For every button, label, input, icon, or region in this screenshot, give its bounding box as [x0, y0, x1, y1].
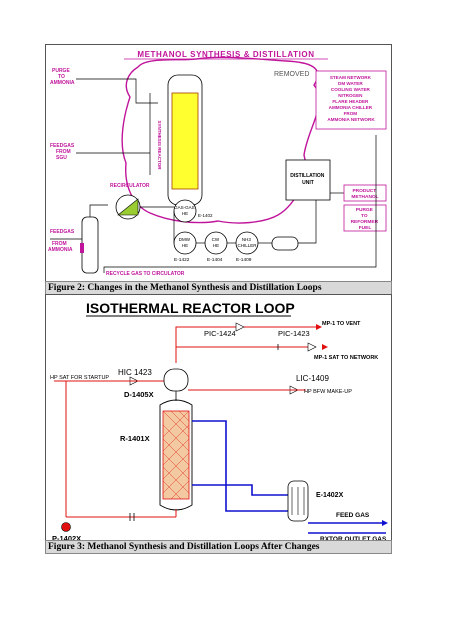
product-methanol-label: PRODUCT METHANOL	[351, 188, 378, 200]
mp1-to-vent-label: MP-1 TO VENT	[322, 321, 361, 327]
figure-3-caption: Figure 3: Methanol Synthesis and Distill…	[45, 540, 392, 554]
lic1409-label: LIC-1409	[296, 374, 329, 383]
purge-to-reformer-label: PURGE TO REFORMER FUEL	[351, 207, 380, 231]
recirculator-label: RECIRCULATOR	[110, 183, 150, 189]
hic1423-label: HIC 1423	[118, 368, 152, 377]
r1401x-label: R-1401X	[120, 434, 150, 443]
diagram-title: METHANOL SYNTHESIS & DISTILLATION	[137, 50, 314, 59]
steam-drum-d1405x	[163, 368, 189, 392]
d1405x-label: D-1405X	[124, 390, 154, 399]
e1402x-label: E-1402X	[316, 492, 344, 499]
rxtor-outlet-label: RXTOR OUTLET GAS	[320, 536, 387, 543]
figure-2-caption: Figure 2: Changes in the Methanol Synthe…	[45, 281, 392, 295]
removed-cloud-outline	[121, 56, 320, 224]
hp-sat-label: HP SAT FOR STARTUP	[50, 375, 109, 381]
utilities-list: STEAM NETWORK DM WATER COOLING WATER NIT…	[327, 75, 375, 122]
e1422-label: E-1422	[174, 257, 190, 263]
hp-bfw-label: HP BFW MAKE-UP	[304, 389, 352, 395]
isothermal-reactor-loop-diagram: ISOTHERMAL REACTOR LOOP MP-1 TO VENT PIC…	[45, 294, 392, 546]
removed-label: REMOVED	[274, 71, 309, 78]
feedgas-label: FEEDGAS	[50, 229, 75, 235]
cw-he-label: CW HE	[212, 237, 221, 248]
feedgas-from-sgu-label: FEEDGAS FROM SGU	[50, 143, 76, 161]
pic1424-valve	[235, 322, 245, 332]
mp1-sat-label: MP-1 SAT TO NETWORK	[314, 355, 378, 361]
pic1423-label: PIC-1423	[278, 329, 310, 338]
pic1423-valve	[307, 342, 317, 352]
pump-p1402x	[61, 522, 71, 532]
purge-to-reformer-box	[343, 204, 387, 232]
pic1424-label: PIC-1424	[204, 329, 236, 338]
diagram-title: ISOTHERMAL REACTOR LOOP	[86, 300, 295, 316]
e1409-label: E-1409	[236, 257, 252, 263]
distillation-unit	[285, 159, 331, 201]
p1402x-label: P-1402X	[52, 534, 81, 543]
gas-gas-he-label: GAS-GAS HE	[174, 205, 196, 216]
from-ammonia-label: FROM AMMONIA	[48, 241, 73, 253]
feed-vessel	[81, 216, 99, 274]
feed-gas-label: FEED GAS	[336, 512, 370, 519]
reactor-catalyst-bed	[171, 92, 199, 190]
e1404-label: E-1404	[207, 257, 223, 263]
product-methanol-box	[343, 184, 387, 202]
nh3-chiller-label: NH3 CHILLER	[237, 237, 257, 248]
methanol-synthesis-diagram: METHANOL SYNTHESIS & DISTILLATION REMOVE…	[45, 44, 392, 282]
feed-vessel-marker	[80, 243, 84, 253]
utilities-box	[315, 70, 387, 130]
reactor-catalyst-bed	[162, 410, 190, 500]
e1402-label: E-1402	[198, 213, 213, 218]
reactor-label: SYNTHESIS REACTOR	[157, 121, 162, 171]
dmw-he-label: DMW HE	[179, 237, 192, 248]
purge-to-ammonia-label: PURGE TO AMMONIA	[50, 68, 75, 86]
recycle-gas-label: RECYCLE GAS TO CIRCULATOR	[106, 271, 185, 277]
distillation-unit-label: DISTILLATION UNIT	[290, 173, 325, 186]
separator-drum	[271, 236, 299, 251]
